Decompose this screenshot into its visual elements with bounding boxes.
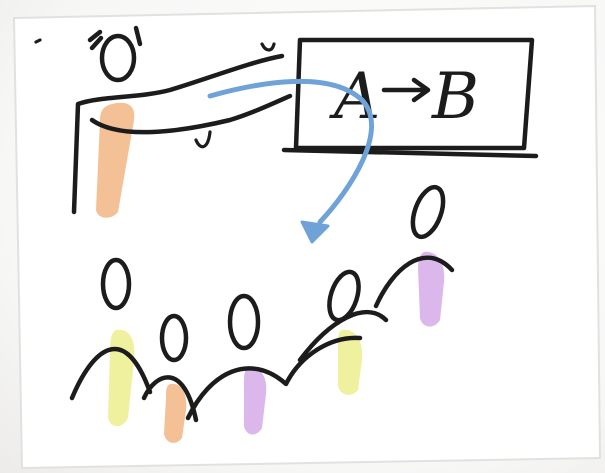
label-b: B [431, 60, 479, 134]
paper-edge [14, 6, 600, 468]
stray-mark [36, 40, 40, 42]
